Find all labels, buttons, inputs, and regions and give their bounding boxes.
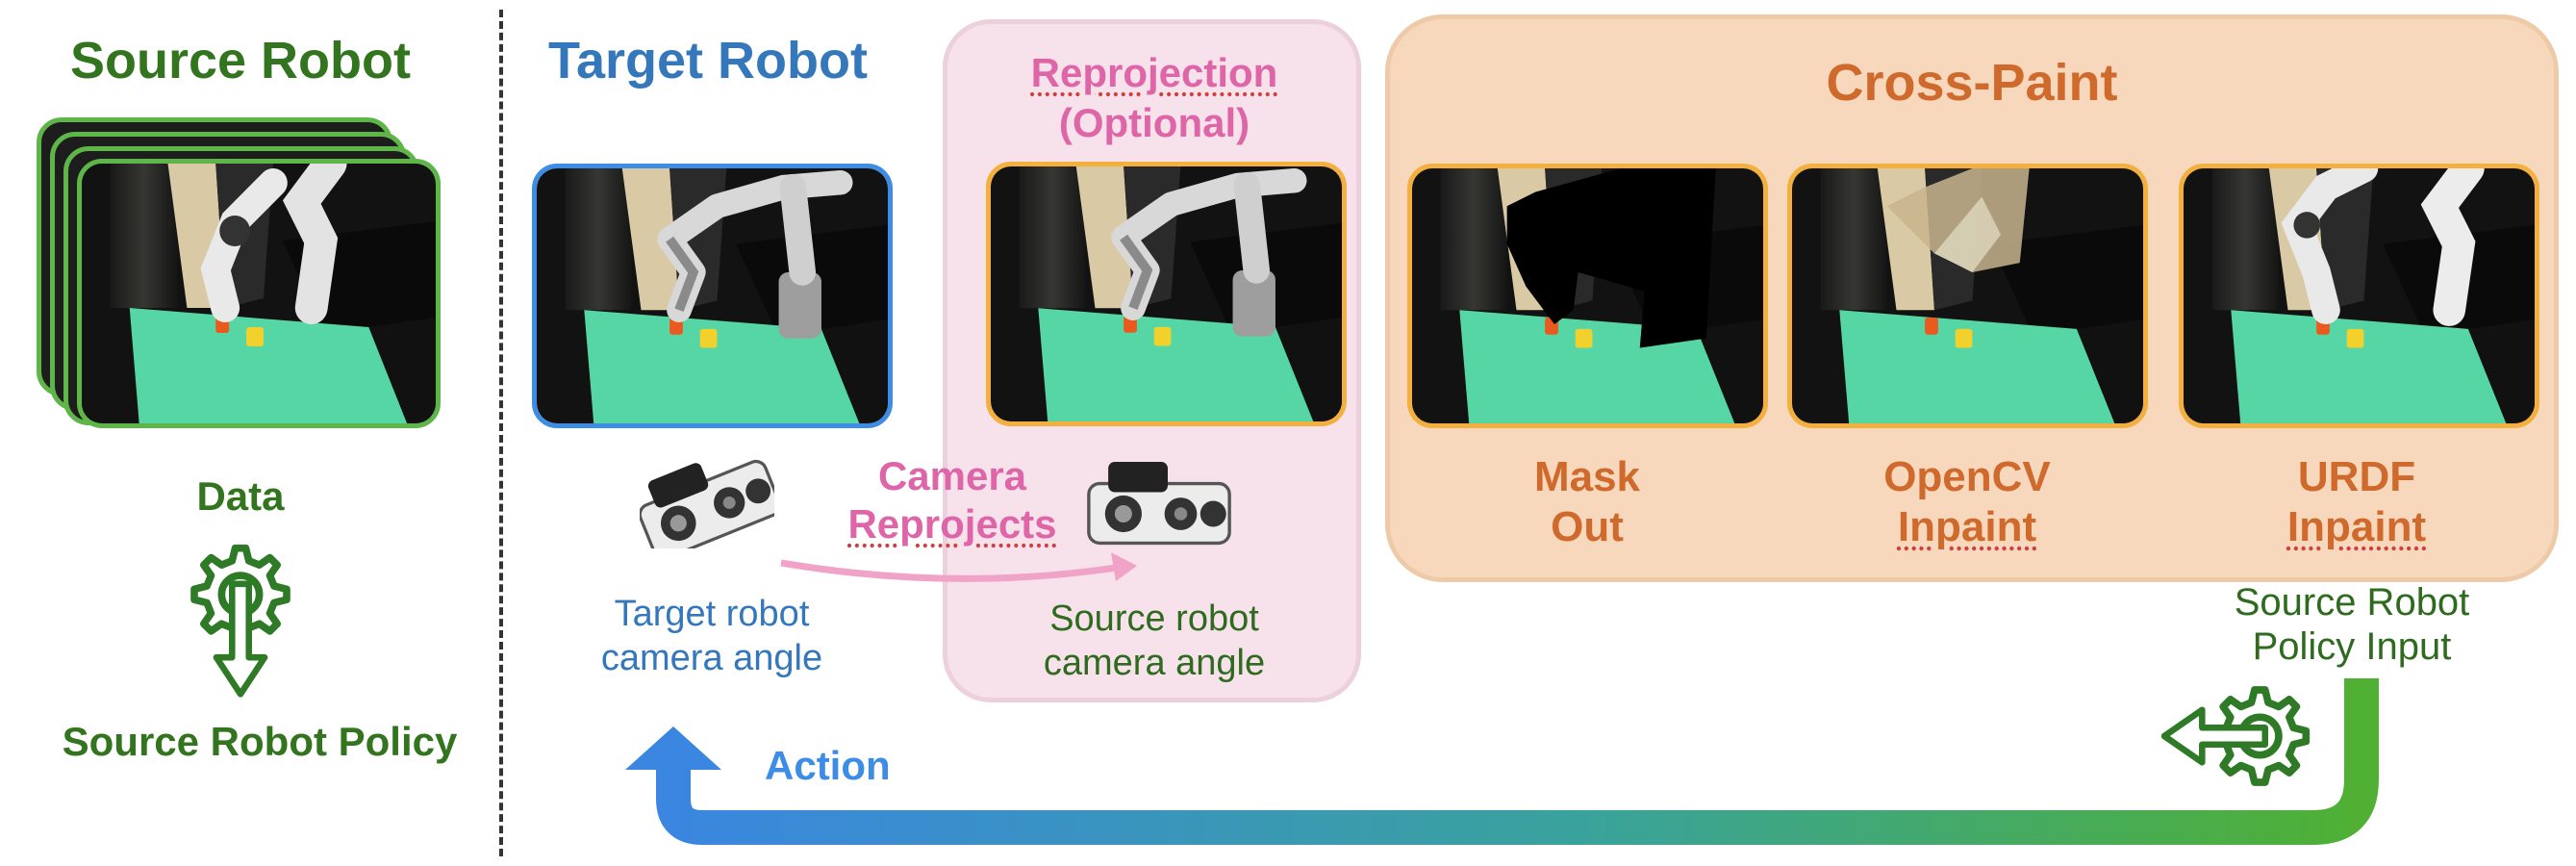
target-scene-image [537, 168, 888, 423]
urdf-inpaint-frame [2179, 164, 2539, 428]
mask-out-scene-image [1412, 168, 1763, 423]
action-label: Action [765, 743, 891, 788]
source-scene-image [82, 164, 436, 423]
source-camera-label-line2: camera angle [1043, 643, 1266, 683]
reprojection-title-line2: (Optional) [1058, 100, 1250, 145]
camera-reprojection-arrow [780, 552, 1137, 582]
source-robot-policy-label: Source Robot Policy [62, 719, 458, 764]
policy-input-label: Source Robot Policy Input [2193, 580, 2511, 669]
opencv-inpaint-scene-image [1792, 168, 2143, 423]
method-label-mask-out: Mask Out [1443, 452, 1731, 552]
opencv-inpaint-frame [1787, 164, 2148, 428]
target-camera-label-line1: Target robot [614, 594, 810, 634]
camera-reprojects-line1: Camera [877, 453, 1027, 498]
reprojection-title: Reprojection (Optional) [962, 48, 1347, 148]
urdf-inpaint-line1: URDF [2297, 453, 2416, 500]
method-label-urdf-inpaint: URDF Inpaint [2212, 452, 2501, 552]
policy-gear-left-icon [2160, 678, 2318, 794]
camera-reprojects-label: Camera Reprojects [818, 452, 1087, 548]
policy-input-line1: Source Robot [2234, 581, 2470, 624]
source-camera-angle-label: Source robot camera angle [991, 597, 1318, 685]
reprojected-scene-image [991, 166, 1342, 421]
opencv-inpaint-line1: OpenCV [1883, 453, 2051, 500]
target-camera-icon [640, 457, 774, 548]
mask-out-line2: Out [1551, 503, 1624, 550]
camera-reprojects-line2: Reprojects [847, 501, 1057, 547]
source-camera-icon [1087, 462, 1231, 546]
mask-out-line1: Mask [1533, 453, 1641, 500]
mask-out-frame [1407, 164, 1768, 428]
policy-gear-down-icon [183, 539, 298, 698]
reprojected-frame [986, 162, 1347, 426]
target-robot-frame [532, 164, 893, 428]
method-label-opencv-inpaint: OpenCV Inpaint [1823, 452, 2111, 552]
opencv-inpaint-line2: Inpaint [1897, 503, 2037, 550]
target-camera-angle-label: Target robot camera angle [558, 592, 866, 680]
source-camera-label-line1: Source robot [1049, 599, 1259, 639]
section-divider [499, 10, 503, 856]
action-arrow [625, 678, 2379, 845]
reprojection-title-line1: Reprojection [1030, 50, 1278, 95]
source-frame-front [77, 159, 441, 428]
target-robot-title: Target Robot [548, 32, 868, 89]
source-robot-title: Source Robot [69, 32, 411, 89]
policy-input-line2: Policy Input [2252, 625, 2452, 668]
data-label: Data [196, 473, 285, 519]
cross-paint-title: Cross-Paint [1826, 54, 2118, 112]
target-camera-label-line2: camera angle [600, 638, 823, 678]
urdf-inpaint-scene-image [2184, 168, 2535, 423]
urdf-inpaint-line2: Inpaint [2286, 503, 2427, 550]
